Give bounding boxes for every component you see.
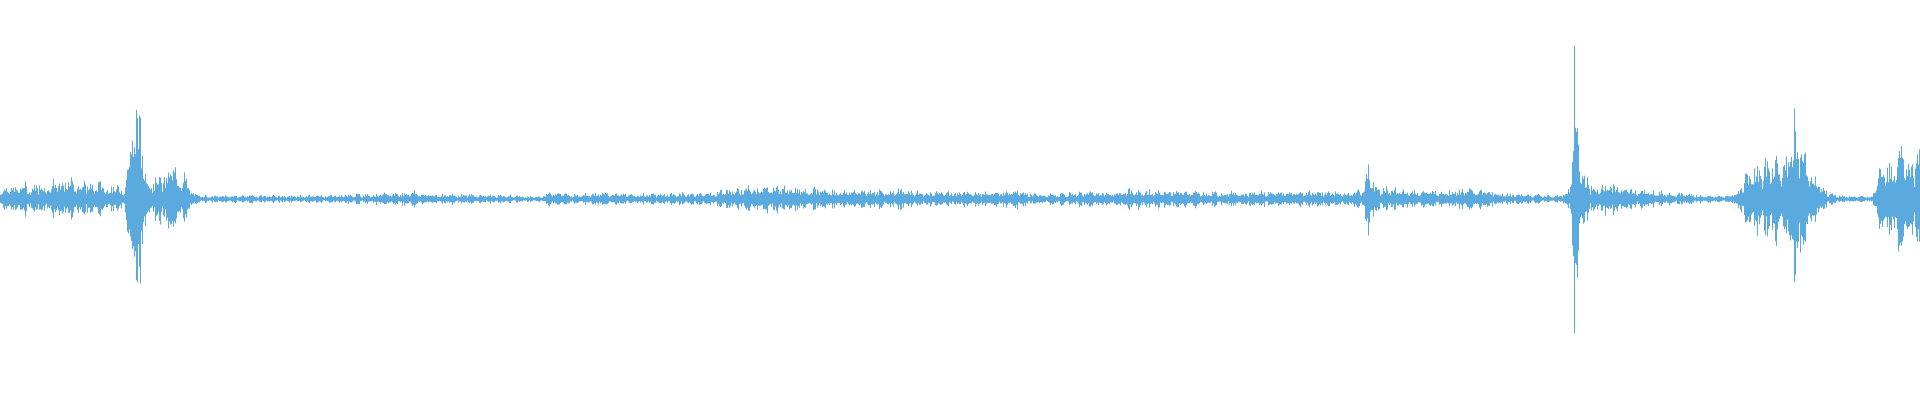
waveform-path	[0, 45, 1920, 334]
waveform-samples	[0, 45, 1920, 334]
